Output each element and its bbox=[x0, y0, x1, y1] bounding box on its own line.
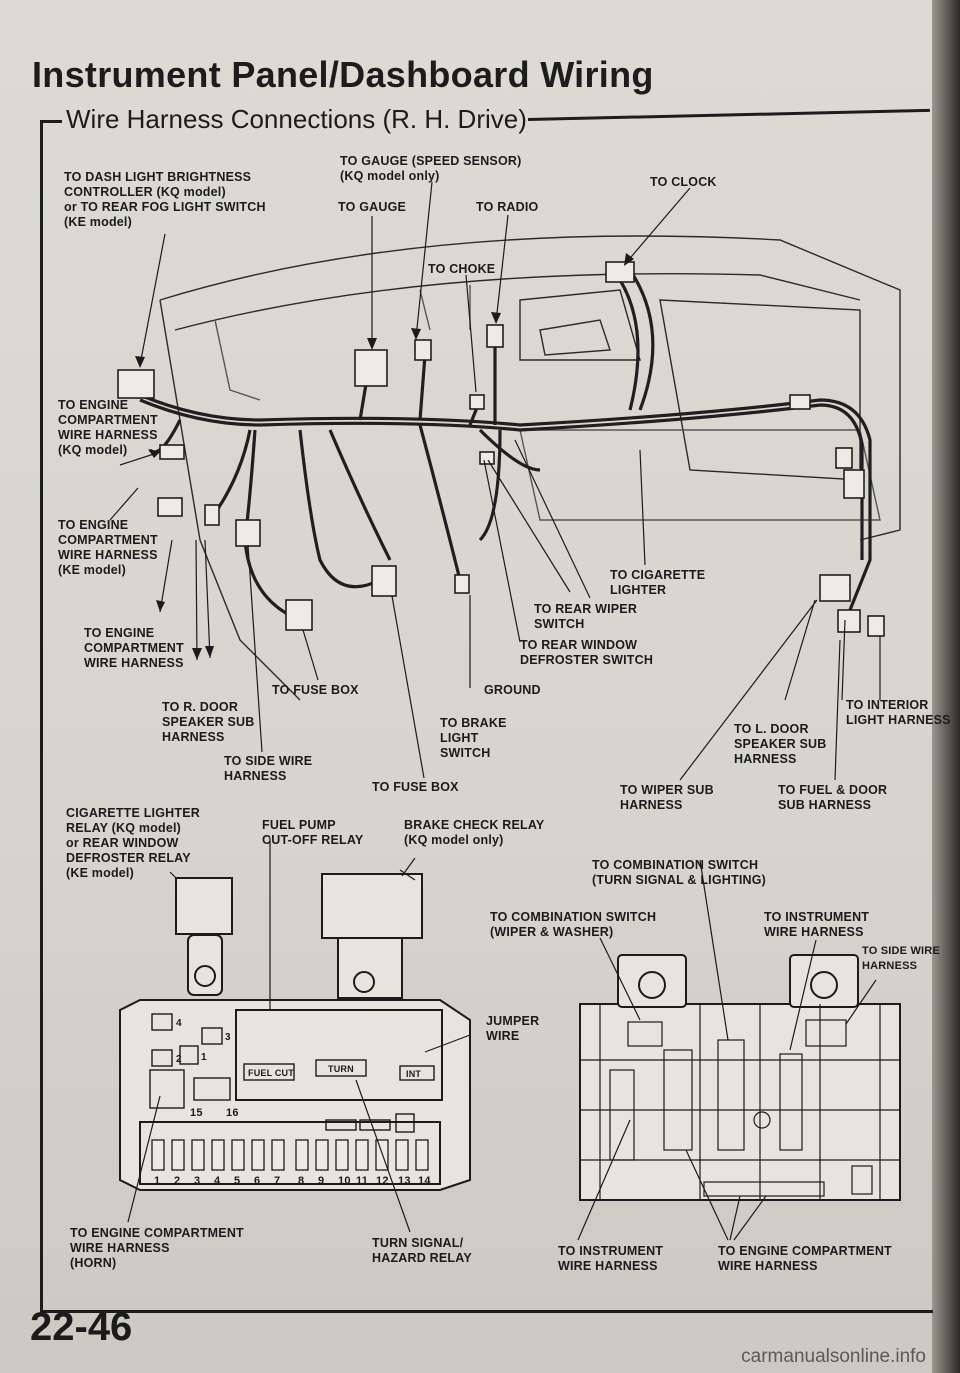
label-engine-harness: TO ENGINE COMPARTMENT WIRE HARNESS bbox=[84, 626, 184, 670]
section-subtitle: Wire Harness Connections (R. H. Drive) bbox=[66, 104, 527, 134]
label-rear-defroster-switch: TO REAR WINDOW DEFROSTER SWITCH bbox=[520, 638, 654, 667]
fuse-number: 13 bbox=[398, 1175, 411, 1187]
label-l-door-speaker: TO L. DOOR SPEAKER SUB HARNESS bbox=[734, 722, 827, 766]
fuse-number: 6 bbox=[254, 1175, 261, 1187]
fuse-number: 3 bbox=[194, 1175, 201, 1187]
label-instrument-harness-1: TO INSTRUMENT WIRE HARNESS bbox=[764, 910, 870, 939]
fuse-number: 7 bbox=[274, 1175, 281, 1187]
label-clock: TO CLOCK bbox=[650, 175, 717, 189]
label-choke: TO CHOKE bbox=[428, 262, 496, 276]
fuse-number-15: 15 bbox=[190, 1107, 203, 1119]
label-fuse-box-1: TO FUSE BOX bbox=[272, 683, 359, 697]
label-side-wire-harness: TO SIDE WIRE HARNESS bbox=[224, 754, 313, 783]
label-engine-harness-ke: TO ENGINE COMPARTMENT WIRE HARNESS (KE m… bbox=[58, 518, 158, 577]
fuse-number: 14 bbox=[418, 1175, 431, 1187]
relay-number-3: 3 bbox=[225, 1032, 231, 1043]
label-radio: TO RADIO bbox=[476, 200, 539, 214]
fuse-number: 1 bbox=[154, 1175, 161, 1187]
label-brake-light-switch: TO BRAKE LIGHT SWITCH bbox=[440, 716, 507, 760]
fuse-number: 9 bbox=[318, 1175, 325, 1187]
label-turn-hazard-relay: TURN SIGNAL/ HAZARD RELAY bbox=[372, 1236, 472, 1265]
label-cigarette-relay: CIGARETTE LIGHTER RELAY (KQ model) or RE… bbox=[66, 806, 200, 880]
page-title: Instrument Panel/Dashboard Wiring bbox=[32, 54, 654, 95]
book-spine-shadow bbox=[932, 0, 960, 1373]
label-combination-wiper: TO COMBINATION SWITCH (WIPER & WASHER) bbox=[490, 910, 657, 939]
label-side-wire-harness-2: TO SIDE WIRE HARNESS bbox=[862, 945, 940, 972]
fuse-number: 11 bbox=[356, 1175, 369, 1187]
label-fuel-pump-relay: FUEL PUMP CUT-OFF RELAY bbox=[262, 818, 364, 847]
page-number: 22-46 bbox=[30, 1305, 133, 1349]
label-fuel-door-sub-harness: TO FUEL & DOOR SUB HARNESS bbox=[778, 783, 888, 812]
tag-turn: TURN bbox=[328, 1064, 354, 1074]
label-engine-harness-kq: TO ENGINE COMPARTMENT WIRE HARNESS (KQ m… bbox=[58, 398, 158, 457]
label-fuse-box-2: TO FUSE BOX bbox=[372, 780, 459, 794]
diagram-frame bbox=[40, 120, 933, 1313]
tag-fuel-cut: FUEL CUT bbox=[248, 1068, 294, 1078]
label-jumper-wire: JUMPER WIRE bbox=[486, 1014, 540, 1043]
tag-int: INT bbox=[406, 1069, 422, 1079]
label-engine-harness-2: TO ENGINE COMPARTMENT WIRE HARNESS bbox=[718, 1244, 892, 1273]
fuse-number: 5 bbox=[234, 1175, 241, 1187]
label-gauge-speed-sensor: TO GAUGE (SPEED SENSOR) (KQ model only) bbox=[340, 154, 522, 183]
label-instrument-harness-2: TO INSTRUMENT WIRE HARNESS bbox=[558, 1244, 664, 1273]
label-ground: GROUND bbox=[484, 683, 541, 697]
label-brake-check-relay: BRAKE CHECK RELAY (KQ model only) bbox=[404, 818, 545, 847]
fuse-number: 4 bbox=[214, 1175, 221, 1187]
label-gauge: TO GAUGE bbox=[338, 200, 407, 214]
label-wiper-sub-harness: TO WIPER SUB HARNESS bbox=[620, 783, 714, 812]
label-combination-turn: TO COMBINATION SWITCH (TURN SIGNAL & LIG… bbox=[592, 858, 767, 887]
label-interior-light: TO INTERIOR LIGHT HARNESS bbox=[846, 698, 951, 727]
fuse-number: 2 bbox=[174, 1175, 181, 1187]
relay-number-4: 4 bbox=[176, 1018, 182, 1029]
fuse-number-16: 16 bbox=[226, 1107, 239, 1119]
frame-top-left bbox=[40, 120, 62, 123]
watermark: carmanualsonline.info bbox=[741, 1346, 926, 1367]
fuse-number: 10 bbox=[338, 1175, 351, 1187]
relay-number-1: 1 bbox=[201, 1052, 207, 1063]
label-cigarette-lighter: TO CIGARETTE LIGHTER bbox=[610, 568, 706, 597]
label-r-door-speaker: TO R. DOOR SPEAKER SUB HARNESS bbox=[162, 700, 255, 744]
fuse-number: 12 bbox=[376, 1175, 389, 1187]
label-engine-harness-horn: TO ENGINE COMPARTMENT WIRE HARNESS (HORN… bbox=[70, 1226, 244, 1270]
label-dash-light-controller: TO DASH LIGHT BRIGHTNESS CONTROLLER (KQ … bbox=[64, 170, 266, 229]
label-rear-wiper-switch: TO REAR WIPER SWITCH bbox=[534, 602, 638, 631]
relay-number-2: 2 bbox=[176, 1054, 182, 1065]
fuse-number: 8 bbox=[298, 1175, 305, 1187]
